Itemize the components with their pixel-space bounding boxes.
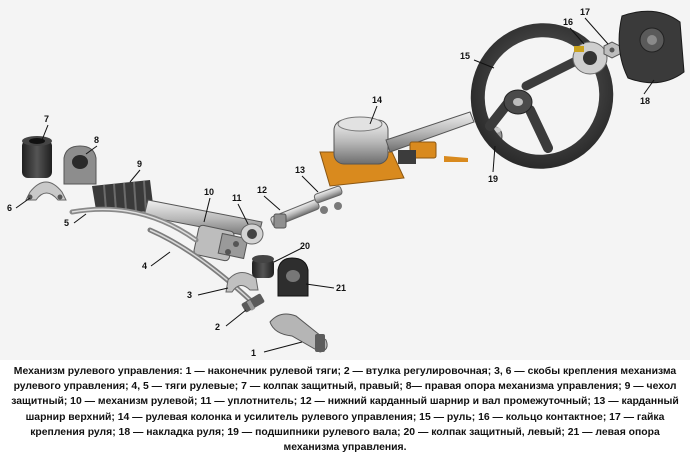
callout-12: 12 (257, 185, 267, 195)
callout-1: 1 (251, 348, 256, 358)
steering-wheel-cover-part (618, 10, 685, 84)
callout-3: 3 (187, 290, 192, 300)
left-support-part (277, 257, 309, 297)
bracket-3-part (225, 272, 259, 293)
protective-boot-part (92, 180, 154, 213)
callout-15: 15 (460, 51, 470, 61)
callout-6: 6 (7, 203, 12, 213)
callout-9: 9 (137, 159, 142, 169)
figure-caption: Механизм рулевого управления: 1 — наконе… (11, 366, 679, 454)
diagram-illustration: 1 2 3 4 5 6 7 8 9 10 11 12 13 14 15 16 1… (0, 0, 690, 360)
callout-11: 11 (232, 193, 242, 203)
callout-21: 21 (336, 283, 346, 293)
upper-universal-joint-part (313, 185, 343, 214)
steering-column-part (319, 111, 475, 187)
adjusting-sleeve-part (241, 293, 265, 313)
callout-5: 5 (64, 218, 69, 228)
callout-17: 17 (580, 7, 590, 17)
callout-8: 8 (94, 135, 99, 145)
steering-wheel-part (470, 23, 614, 169)
bracket-6-part (25, 181, 67, 201)
callout-4: 4 (142, 261, 147, 271)
protective-cap-right-part (22, 136, 52, 178)
callout-16: 16 (563, 17, 573, 27)
protective-cap-left-part (252, 255, 274, 278)
leader-lines (15, 17, 655, 353)
right-support-part (63, 145, 97, 185)
callout-10: 10 (204, 187, 214, 197)
seal-part (240, 223, 264, 245)
callout-14: 14 (372, 95, 382, 105)
steering-nut-part (603, 41, 621, 59)
callout-2: 2 (215, 322, 220, 332)
callout-20: 20 (300, 241, 310, 251)
callout-13: 13 (295, 165, 305, 175)
intermediate-shaft-part (270, 199, 320, 229)
callout-19: 19 (488, 174, 498, 184)
tie-rod-end-part (269, 313, 328, 353)
steering-gear-part (143, 199, 263, 262)
callout-18: 18 (640, 96, 650, 106)
callout-7: 7 (44, 114, 49, 124)
contact-ring-part (572, 41, 608, 75)
tie-rods-part (69, 206, 253, 303)
